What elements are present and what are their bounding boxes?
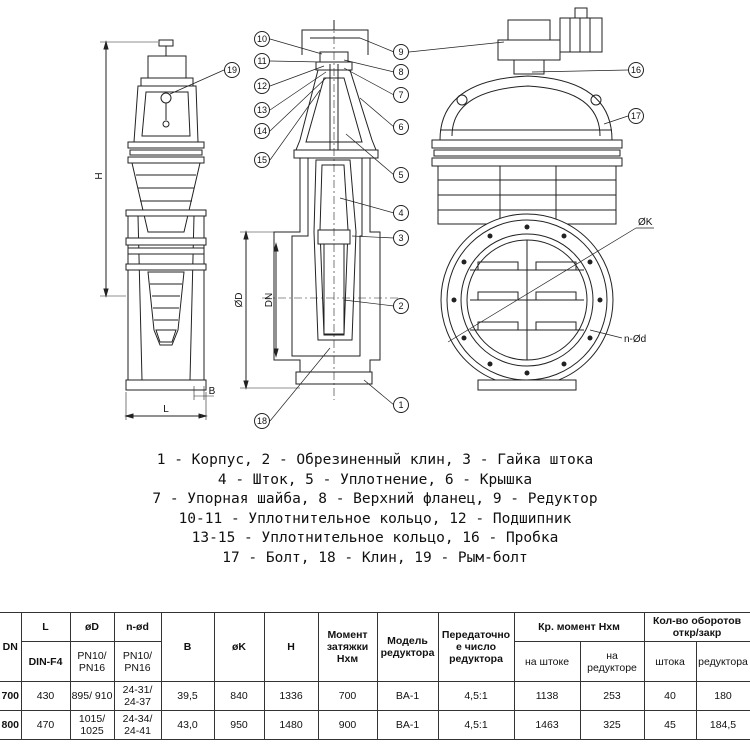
cell-cr-stem: 1463 <box>513 710 581 740</box>
cell-od: 895/ 910 <box>69 681 115 711</box>
legend-line: 1 - Корпус, 2 - Обрезиненный клин, 3 - Г… <box>156 452 594 468</box>
header-nd: n-ød <box>113 612 162 642</box>
header-h: H <box>263 612 319 682</box>
cell-ok: 840 <box>213 681 265 711</box>
header-turns: Кол-во оборотов откр/закр <box>643 612 750 642</box>
callout-6: 6 <box>398 122 403 132</box>
header-od-sub: PN10/ PN16 <box>69 641 115 682</box>
callout-5: 5 <box>398 170 403 180</box>
header-b: B <box>160 612 215 682</box>
cell-model: BA-1 <box>376 681 439 711</box>
header-moment: Момент затяжки Нхм <box>317 612 378 682</box>
cell-cr-reducer: 253 <box>579 681 645 711</box>
cell-turns-reducer: 180 <box>695 681 750 711</box>
table-row: 800 470 1015/ 1025 24-34/ 24-41 43,0 950… <box>0 710 750 740</box>
dim-b: B <box>209 386 216 397</box>
cell-dn: 700 <box>0 681 22 711</box>
cell-ratio: 4,5:1 <box>437 710 515 740</box>
callout-19: 19 <box>227 65 237 75</box>
header-nd-sub: PN10/ PN16 <box>113 641 162 682</box>
header-turns-reducer: редуктора <box>695 641 750 682</box>
header-cr-stem: на штоке <box>513 641 581 682</box>
cell-b: 43,0 <box>160 710 215 740</box>
cell-model: BA-1 <box>376 710 439 740</box>
cell-od: 1015/ 1025 <box>69 710 115 740</box>
cell-l: 430 <box>20 681 71 711</box>
cell-b: 39,5 <box>160 681 215 711</box>
dim-od: ØD <box>234 293 245 308</box>
header-model: Модель редуктора <box>376 612 439 682</box>
callout-3: 3 <box>398 233 403 243</box>
dim-dn: DN <box>264 293 275 307</box>
callout-15: 15 <box>257 155 267 165</box>
side-view <box>100 39 240 420</box>
cell-turns-reducer: 184,5 <box>695 710 750 740</box>
callout-14: 14 <box>257 126 267 136</box>
callout-16: 16 <box>631 65 641 75</box>
legend-line: 17 - Болт, 18 - Клин, 19 - Рым-болт <box>222 549 528 566</box>
cell-cr-stem: 1138 <box>513 681 581 711</box>
dim-l: L <box>163 404 169 415</box>
cell-moment: 900 <box>317 710 378 740</box>
dim-n-od: n-Ød <box>624 334 646 345</box>
callout-10: 10 <box>257 34 267 44</box>
header-critical-moment: Кр. момент Нхм <box>513 612 645 642</box>
header-dn: DN <box>0 612 22 682</box>
cell-moment: 700 <box>317 681 378 711</box>
section-view <box>240 20 409 429</box>
callout-2: 2 <box>398 301 403 311</box>
callout-18: 18 <box>257 416 267 426</box>
header-od: øD <box>69 612 115 642</box>
cell-h: 1480 <box>263 710 319 740</box>
cell-ratio: 4,5:1 <box>437 681 515 711</box>
callout-7: 7 <box>398 90 403 100</box>
header-l-sub: DIN-F4 <box>20 641 71 682</box>
legend-line: 7 - Упорная шайба, 8 - Верхний фланец, 9… <box>152 491 598 508</box>
callout-17: 17 <box>631 111 641 121</box>
cell-turns-stem: 40 <box>643 681 697 711</box>
callout-8: 8 <box>398 67 403 77</box>
cell-nd: 24-34/ 24-41 <box>113 710 162 740</box>
legend-line: 4 - Шток, 5 - Уплотнение, 6 - Крышка <box>217 471 533 488</box>
legend-line: 13-15 - Уплотнительное кольцо, 16 - Проб… <box>191 530 559 547</box>
cell-turns-stem: 45 <box>643 710 697 740</box>
header-ok: øK <box>213 612 265 682</box>
parts-legend: 1 - Корпус, 2 - Обрезиненный клин, 3 - Г… <box>0 451 750 569</box>
cell-l: 470 <box>20 710 71 740</box>
front-view <box>408 7 654 391</box>
callout-9: 9 <box>398 47 403 57</box>
valve-technical-drawing: 19 10 11 12 13 14 15 18 9 8 7 6 5 4 3 2 … <box>94 7 654 429</box>
callout-13: 13 <box>257 105 267 115</box>
header-turns-stem: штока <box>643 641 697 682</box>
cell-nd: 24-31/ 24-37 <box>113 681 162 711</box>
legend-line: 10-11 - Уплотнительное кольцо, 12 - Подш… <box>178 510 572 527</box>
dim-ok: ØK <box>638 217 653 228</box>
header-cr-reducer: на редукторе <box>579 641 645 682</box>
cell-ok: 950 <box>213 710 265 740</box>
header-ratio: Передаточно е число редуктора <box>437 612 515 682</box>
callout-4: 4 <box>398 208 403 218</box>
specification-table: DN L øD n-ød B øK H Момент затяжки Нхм М… <box>0 612 750 740</box>
table-row: 700 430 895/ 910 24-31/ 24-37 39,5 840 1… <box>0 681 750 711</box>
callout-1: 1 <box>398 400 403 410</box>
dim-h: H <box>94 172 105 179</box>
callout-11: 11 <box>257 56 266 66</box>
cell-h: 1336 <box>263 681 319 711</box>
cell-cr-reducer: 325 <box>579 710 645 740</box>
header-l: L <box>20 612 71 642</box>
callout-12: 12 <box>257 81 267 91</box>
cell-dn: 800 <box>0 710 22 740</box>
